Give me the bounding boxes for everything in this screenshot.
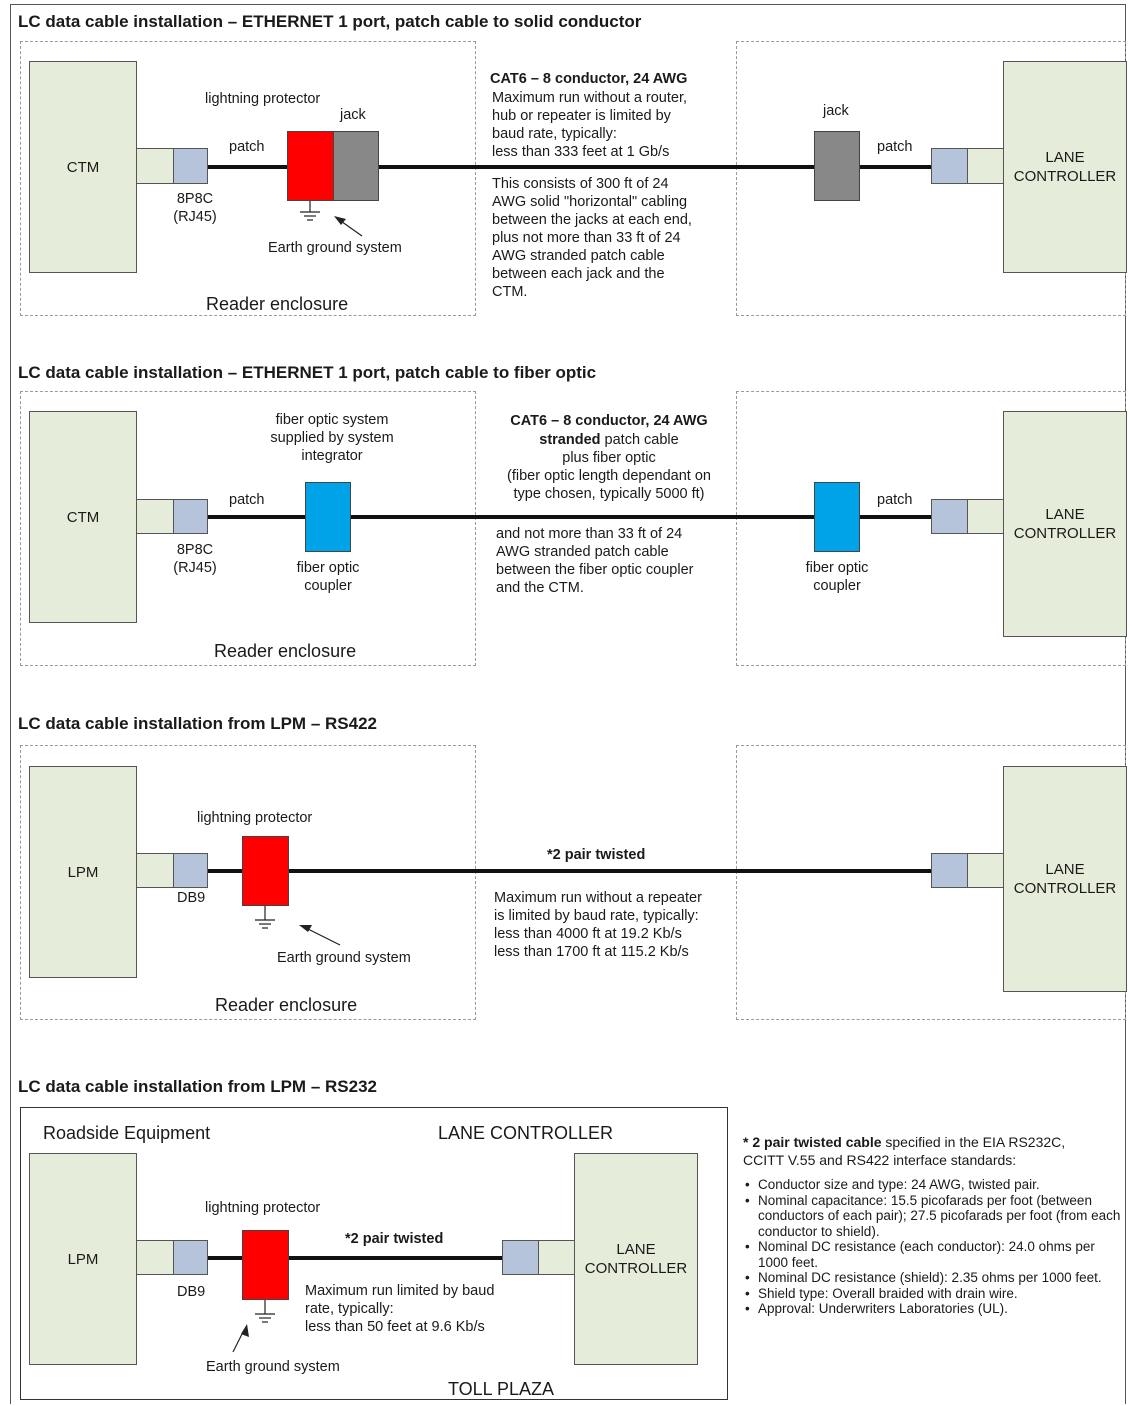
jack-label-left: jack xyxy=(340,107,366,123)
cable-title: *2 pair twisted xyxy=(345,1231,444,1247)
arrow-icon xyxy=(232,1324,249,1353)
reader-enclosure-boundary xyxy=(20,745,476,1020)
twisted-cable-footnote: * 2 pair twisted cable specified in the … xyxy=(743,1134,1128,1317)
jack-label-right: jack xyxy=(823,103,849,119)
rj45-connector xyxy=(173,148,208,184)
cable-title: CAT6 – 8 conductor, 24 AWG xyxy=(510,413,708,429)
patch-label-left: patch xyxy=(229,139,265,155)
earth-ground-label: Earth ground system xyxy=(206,1359,340,1375)
twisted-pair-cable xyxy=(208,1256,503,1260)
patch-label-right: patch xyxy=(877,139,913,155)
cable-title: *2 pair twisted xyxy=(547,847,646,863)
connector-label: DB9 xyxy=(177,1284,206,1300)
arrow-icon xyxy=(334,216,363,237)
connector-shell xyxy=(136,1240,174,1275)
lightning-protector xyxy=(242,836,289,906)
list-item: Conductor size and type: 24 AWG, twisted… xyxy=(743,1177,1128,1193)
enclosure-label: Reader enclosure xyxy=(215,995,358,1015)
coupler-label-right: fiber optic coupler xyxy=(805,560,869,594)
cable-title-rest: patch cable xyxy=(600,432,679,448)
footnote-heading-bold: * 2 pair twisted cable xyxy=(743,1134,882,1150)
lane-controller-box: LANE CONTROLLER xyxy=(1003,411,1127,637)
toll-plaza-boundary xyxy=(20,1107,728,1400)
section-title: LC data cable installation – ETHERNET 1 … xyxy=(18,363,597,382)
lightning-protector-label: lightning protector xyxy=(205,1200,321,1216)
db9-connector xyxy=(173,1240,208,1275)
roadside-equipment-label: Roadside Equipment xyxy=(43,1123,211,1143)
db9-connector xyxy=(173,853,208,888)
cable-description: plus fiber optic (fiber optic length dep… xyxy=(507,450,711,502)
list-item: Nominal capacitance: 15.5 picofarads per… xyxy=(743,1193,1128,1240)
twisted-pair-cable xyxy=(208,869,968,873)
patch-label-left: patch xyxy=(229,492,265,508)
patch-label-right: patch xyxy=(877,492,913,508)
fiber-system-label: fiber optic system supplied by system in… xyxy=(270,412,394,464)
section-title: LC data cable installation – ETHERNET 1 … xyxy=(18,12,642,31)
enclosure-label: Reader enclosure xyxy=(214,641,357,661)
reader-enclosure-boundary xyxy=(20,391,476,666)
ctm-box: CTM xyxy=(29,411,137,623)
list-item: Approval: Underwriters Laboratories (UL)… xyxy=(743,1301,1128,1317)
lane-controller-box: LANE CONTROLLER xyxy=(1003,61,1127,273)
section-title: LC data cable installation from LPM – RS… xyxy=(18,714,377,733)
connector-right xyxy=(502,1240,539,1275)
cat6-cable xyxy=(208,165,968,169)
cable-note: and not more than 33 ft of 24 AWG strand… xyxy=(496,526,694,596)
cable-note: This consists of 300 ft of 24 AWG solid … xyxy=(492,176,692,300)
connector-label: 8P8C (RJ45) xyxy=(173,542,217,576)
coupler-label-left: fiber optic coupler xyxy=(296,560,360,594)
cable-title: CAT6 – 8 conductor, 24 AWG xyxy=(490,71,688,87)
reader-enclosure-boundary xyxy=(20,41,476,316)
ctm-box: CTM xyxy=(29,61,137,273)
lane-controller-box: LANE CONTROLLER xyxy=(574,1153,698,1365)
fiber-cable xyxy=(208,515,968,519)
lpm-box: LPM xyxy=(29,1153,137,1365)
lpm-box: LPM xyxy=(29,766,137,978)
ground-symbol-icon xyxy=(255,906,275,929)
fiber-coupler-left xyxy=(305,482,351,552)
earth-ground-label: Earth ground system xyxy=(277,950,411,966)
cable-title-line2: stranded patch cable xyxy=(480,431,738,449)
enclosure-label: Reader enclosure xyxy=(206,294,349,314)
lane-controller-box: LANE CONTROLLER xyxy=(1003,766,1127,992)
earth-ground-label: Earth ground system xyxy=(268,240,402,256)
cable-description: Maximum run without a repeater is limite… xyxy=(494,890,702,960)
lightning-protector xyxy=(287,131,334,201)
section-title: LC data cable installation from LPM – RS… xyxy=(18,1077,377,1096)
jack-left xyxy=(333,131,379,201)
cable-description: Maximum run without a router, hub or rep… xyxy=(492,90,688,160)
footnote-heading-rest: specified in the EIA RS232C, CCITT V.55 … xyxy=(743,1134,1066,1168)
ground-symbol-icon xyxy=(255,1300,275,1323)
cable-title-stranded: stranded xyxy=(539,432,601,448)
connector-label: DB9 xyxy=(177,890,206,906)
page-frame xyxy=(10,4,1126,1404)
connector-right xyxy=(931,853,968,888)
rj45-connector xyxy=(173,499,208,534)
connector-label: 8P8C (RJ45) xyxy=(173,191,217,225)
list-item: Shield type: Overall braided with drain … xyxy=(743,1286,1128,1302)
lightning-protector xyxy=(242,1230,289,1300)
arrow-icon xyxy=(299,925,341,946)
jack-right xyxy=(814,131,860,201)
list-item: Nominal DC resistance (shield): 2.35 ohm… xyxy=(743,1270,1128,1286)
toll-plaza-label: TOLL PLAZA xyxy=(448,1379,555,1399)
lightning-protector-label: lightning protector xyxy=(205,91,321,107)
cable-description: Maximum run limited by baud rate, typica… xyxy=(305,1283,495,1335)
ground-symbol-icon xyxy=(300,201,320,221)
footnote-spec-list: Conductor size and type: 24 AWG, twisted… xyxy=(743,1177,1128,1317)
footnote-heading: * 2 pair twisted cable specified in the … xyxy=(743,1134,1128,1169)
lane-controller-heading: LANE CONTROLLER xyxy=(438,1123,614,1143)
rj45-connector-right xyxy=(931,148,968,184)
lightning-protector-label: lightning protector xyxy=(197,810,313,826)
fiber-coupler-right xyxy=(814,482,860,552)
list-item: Nominal DC resistance (each conductor): … xyxy=(743,1239,1128,1270)
